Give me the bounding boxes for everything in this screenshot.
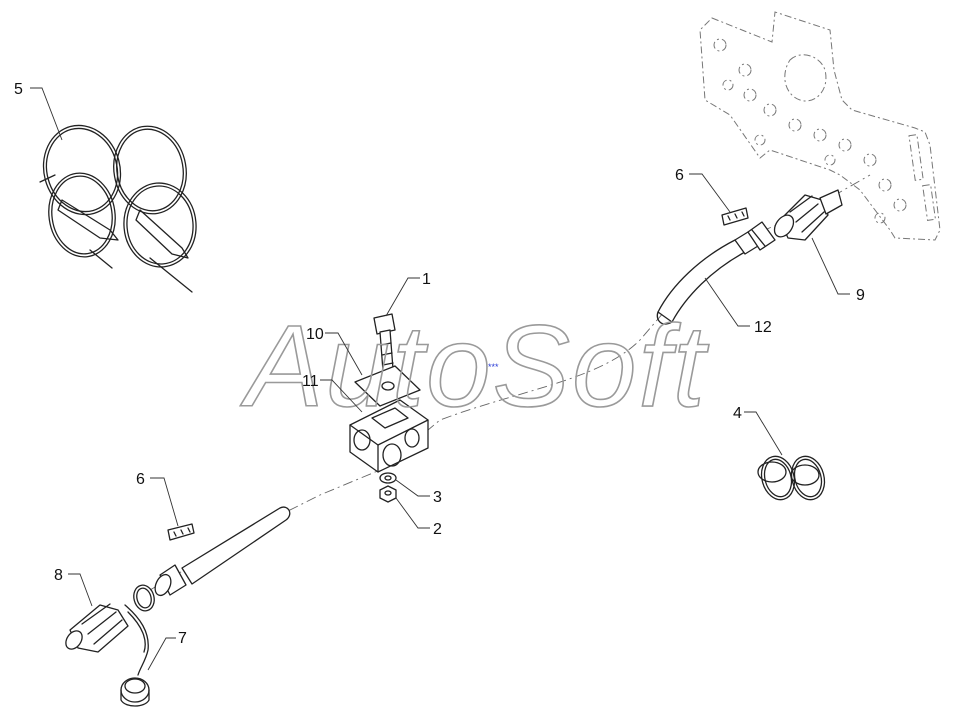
callout-8: 8: [54, 567, 63, 584]
o-ring-seals: [757, 455, 826, 501]
dust-cap: [120, 604, 150, 707]
callout-6-lower: 6: [136, 471, 145, 488]
callout-labels: 5 1 10 11 3 2 6 6 9 12 4 8 7: [14, 81, 865, 647]
clamp-tag-upper: [721, 207, 749, 226]
callout-11: 11: [302, 373, 319, 390]
coupler-o-ring-inner: [136, 587, 152, 609]
clamp-plate: [354, 365, 421, 407]
callout-10: 10: [306, 326, 324, 343]
callout-12: 12: [754, 319, 772, 336]
washer-hole: [384, 475, 392, 481]
adapter-fitting: [773, 189, 843, 241]
clamp-tag-lower: [167, 523, 195, 541]
callout-1: 1: [422, 271, 431, 288]
watermark-text: AutoSoft: [240, 301, 710, 431]
cable-ties: [39, 124, 197, 293]
watermark-small-text: ***: [488, 362, 499, 372]
callout-3: 3: [433, 489, 442, 506]
assembly-center-line: [149, 174, 871, 591]
callout-6-upper: 6: [675, 167, 684, 184]
hose-lower: [154, 506, 291, 597]
hose-upper: [656, 221, 776, 325]
mounting-plate-ghost: [699, 11, 941, 241]
washer: [379, 472, 397, 484]
coupler-o-ring: [133, 584, 155, 612]
nut: [379, 485, 397, 503]
callout-7: 7: [178, 630, 187, 647]
quick-coupler: [65, 603, 129, 653]
callout-5: 5: [14, 81, 23, 98]
callout-2: 2: [433, 521, 442, 538]
clamp-block: [349, 399, 429, 473]
callout-9: 9: [856, 287, 865, 304]
callout-4: 4: [733, 405, 742, 422]
leader-lines: [30, 87, 850, 671]
